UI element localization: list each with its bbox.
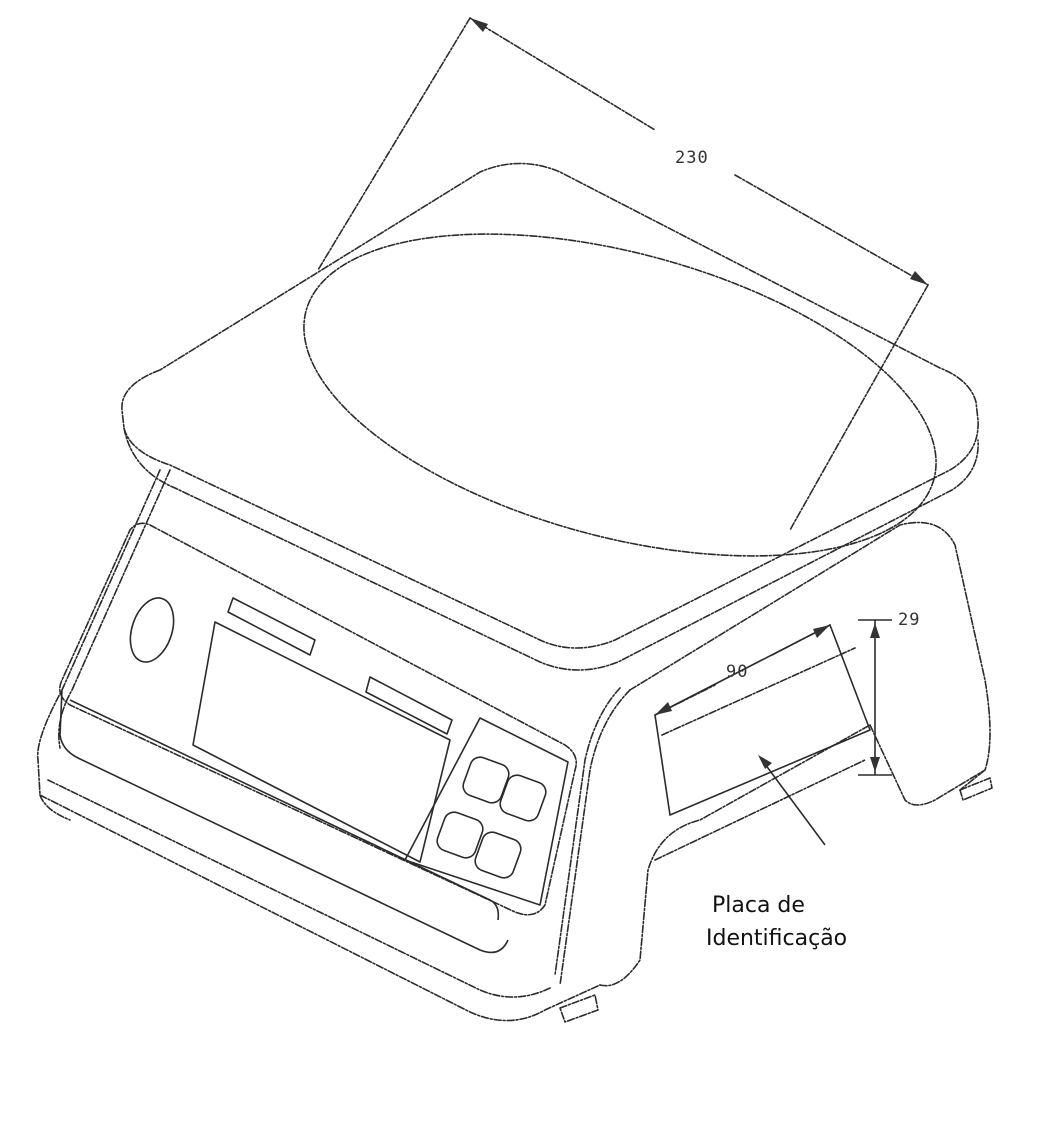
- dimension-29-label: 29: [898, 610, 920, 630]
- dimension-230-label: 230: [675, 148, 709, 168]
- weighing-platter: [121, 162, 979, 671]
- scale-base: [36, 469, 993, 1023]
- oval-badge: [129, 597, 175, 663]
- plate-callout: Placa de Identificação: [706, 755, 847, 951]
- dimension-90-label: 90: [726, 662, 748, 682]
- platter-circle: [303, 233, 937, 557]
- callout-line-2: Identificação: [706, 926, 847, 951]
- front-panel: [59, 522, 578, 954]
- lcd-display: [192, 621, 451, 863]
- key-3[interactable]: [434, 809, 485, 860]
- indicator-bar-right: [365, 676, 453, 735]
- identification-plate: [654, 624, 871, 816]
- dimension-29: 29: [858, 610, 920, 776]
- rear-foot: [959, 777, 993, 801]
- front-foot: [559, 994, 599, 1023]
- key-1[interactable]: [460, 754, 511, 805]
- key-2[interactable]: [497, 772, 548, 823]
- callout-line-1: Placa de: [712, 893, 805, 918]
- key-4[interactable]: [472, 829, 523, 880]
- dimension-90: 90: [654, 624, 831, 716]
- keypad-area: [404, 717, 569, 906]
- indicator-bar-left: [227, 597, 316, 656]
- keypad-buttons: [434, 754, 548, 880]
- dimension-230: 230: [317, 17, 929, 531]
